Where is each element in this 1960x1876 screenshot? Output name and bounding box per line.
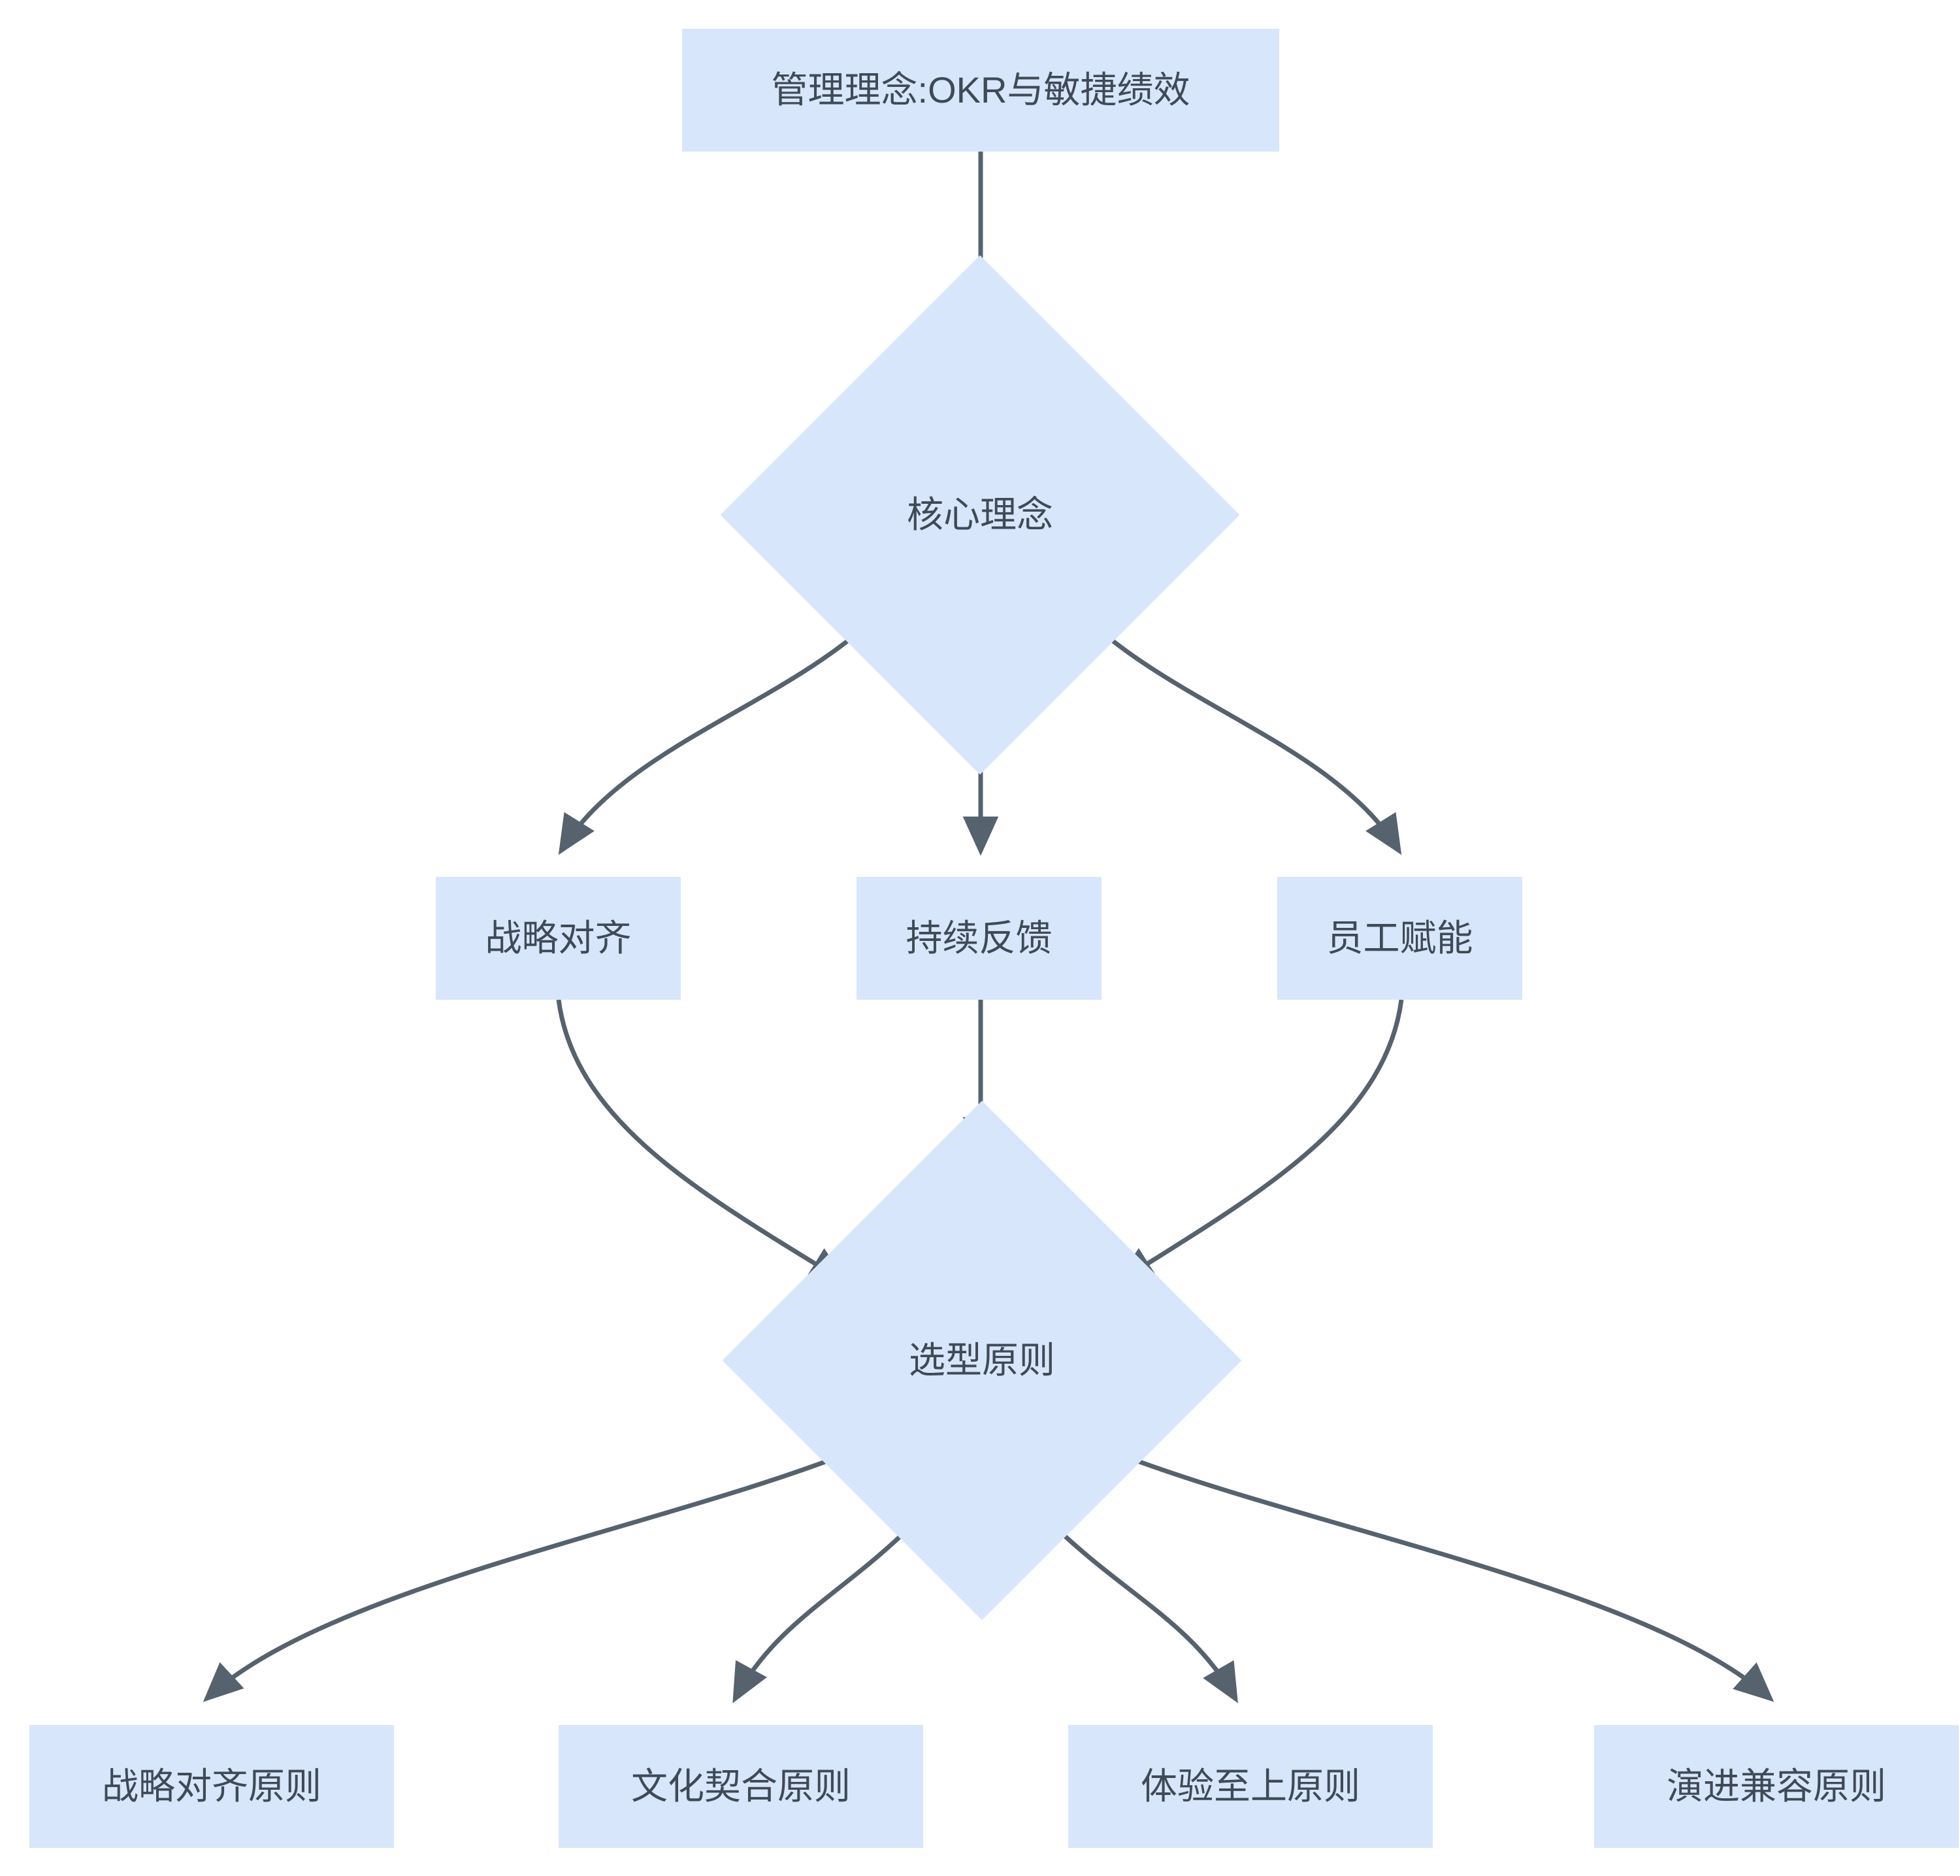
node-p-evolution[interactable]: 演进兼容原则	[1594, 1725, 1959, 1848]
node-label-empower: 员工赋能	[1326, 917, 1473, 959]
node-label-p-culture: 文化契合原则	[631, 1765, 851, 1807]
node-label-p-strategy: 战略对齐原则	[102, 1765, 321, 1807]
node-feedback[interactable]: 持续反馈	[857, 877, 1102, 1000]
edge-selection-to-p-culture	[732, 1521, 917, 1703]
node-label-selection: 选型原则	[909, 1339, 1055, 1381]
node-strategy[interactable]: 战略对齐	[436, 877, 681, 1000]
node-core[interactable]: 核心理念	[720, 255, 1240, 775]
node-label-p-evolution: 演进兼容原则	[1667, 1765, 1886, 1807]
node-label-feedback: 持续反馈	[906, 917, 1053, 959]
edge-selection-to-p-strategy	[203, 1451, 847, 1702]
node-root[interactable]: 管理理念:OKR与敏捷绩效	[682, 29, 1279, 152]
node-label-root: 管理理念:OKR与敏捷绩效	[771, 69, 1190, 110]
node-selection[interactable]: 选型原则	[722, 1100, 1242, 1621]
node-label-core: 核心理念	[907, 493, 1053, 535]
edge-selection-to-p-evolution	[1117, 1451, 1774, 1702]
node-p-strategy[interactable]: 战略对齐原则	[29, 1725, 394, 1848]
node-empower[interactable]: 员工赋能	[1277, 877, 1522, 1000]
node-label-strategy: 战略对齐	[485, 917, 632, 959]
edge-selection-to-p-experience	[1049, 1521, 1238, 1703]
node-label-p-experience: 体验至上原则	[1141, 1765, 1360, 1807]
node-p-culture[interactable]: 文化契合原则	[559, 1725, 923, 1848]
node-p-experience[interactable]: 体验至上原则	[1068, 1725, 1433, 1848]
